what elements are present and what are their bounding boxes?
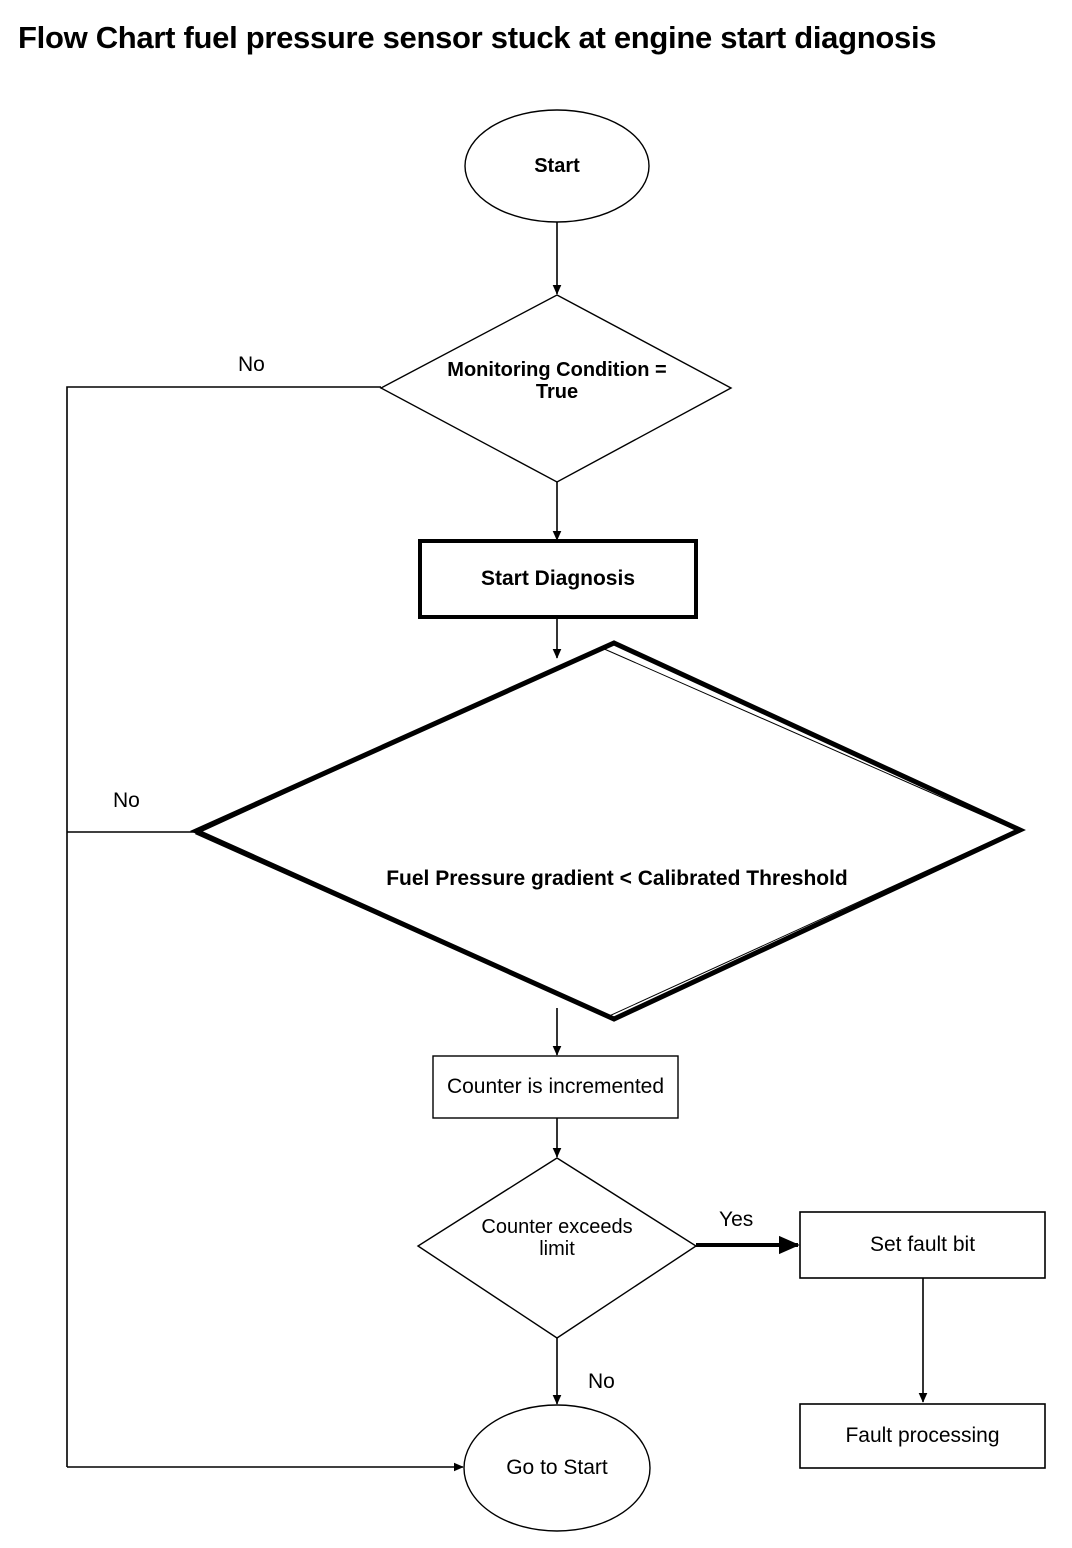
node-set-fault-bit-shape xyxy=(799,1211,1046,1279)
node-monitoring-shape xyxy=(379,294,733,483)
node-gradient-shape-ghost xyxy=(194,647,1018,1018)
edge-label-counter-yes: Yes xyxy=(719,1208,754,1231)
node-fault-processing-shape xyxy=(799,1403,1046,1469)
node-counter-incremented-shape xyxy=(432,1055,679,1119)
node-go-to-start-shape xyxy=(463,1404,651,1532)
edge-monitoring-no-to-rail xyxy=(66,386,381,1467)
edge-label-counter-no: No xyxy=(588,1370,615,1393)
node-gradient-shape xyxy=(189,640,1026,1022)
page-title: Flow Chart fuel pressure sensor stuck at… xyxy=(18,20,937,55)
edge-label-gradient-no: No xyxy=(113,789,140,812)
edge-label-monitoring-no: No xyxy=(238,353,265,376)
node-start-diagnosis-shape xyxy=(418,539,698,619)
node-counter-limit-shape xyxy=(416,1157,698,1339)
node-start-shape xyxy=(464,109,650,223)
